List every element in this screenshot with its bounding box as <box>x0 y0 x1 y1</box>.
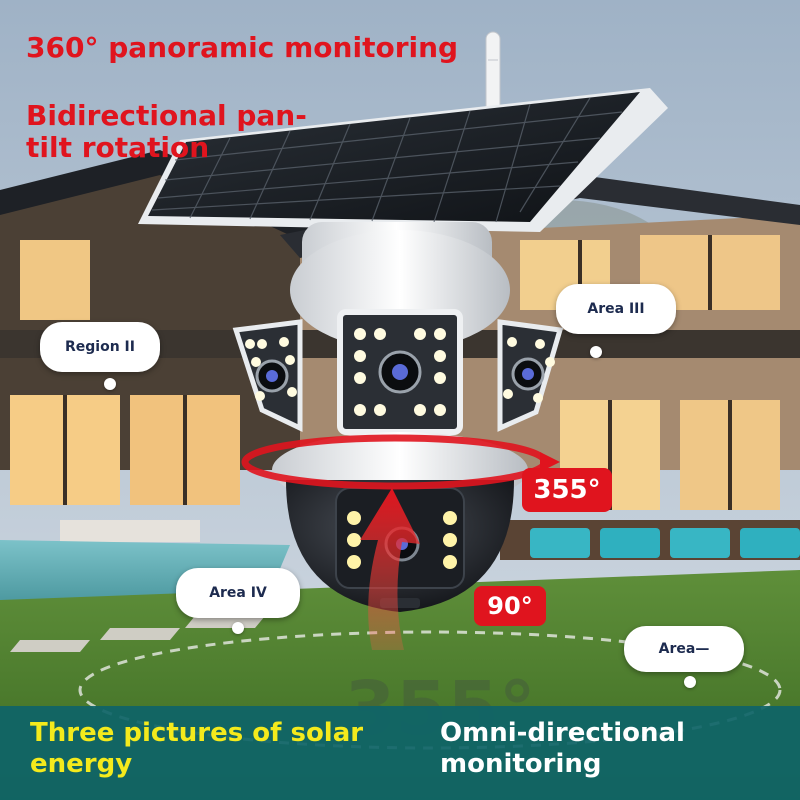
tilt-arrow-icon <box>360 488 420 650</box>
callout-label: Area— <box>658 641 710 657</box>
window <box>20 240 90 320</box>
callout-area: Area— <box>624 626 744 672</box>
callout-tail-dot <box>684 676 696 688</box>
led-light-icon <box>354 328 446 416</box>
pan-angle-badge: 355° <box>522 468 612 512</box>
callout-label: Region II <box>65 339 135 355</box>
solar-panel-icon <box>138 88 668 232</box>
callout-tail-dot <box>590 346 602 358</box>
led-light-icon <box>245 337 297 401</box>
camera-module-right <box>497 319 564 432</box>
callout-label: Area IV <box>209 585 267 601</box>
patio-furniture <box>60 520 800 560</box>
led-light-icon <box>347 511 457 569</box>
headline-pan-tilt: Bidirectional pan-tilt rotation <box>26 99 307 165</box>
rotation-arrow-icon <box>241 434 560 490</box>
camera-module-center <box>337 309 463 435</box>
callout-area-iii: Area III <box>556 284 676 334</box>
callout-tail-dot <box>104 378 116 390</box>
stepping-stones <box>10 616 265 652</box>
footer-banner: Three pictures of solar energy Omni-dire… <box>0 706 800 800</box>
camera-module-left <box>232 319 303 432</box>
callout-label: Area III <box>587 301 645 317</box>
tilt-angle-badge: 90° <box>474 586 546 626</box>
callout-region-ii: Region II <box>40 322 160 372</box>
footer-left-text: Three pictures of solar energy <box>30 718 364 780</box>
headline-panoramic: 360° panoramic monitoring <box>26 31 459 64</box>
led-light-icon <box>503 337 555 403</box>
callout-area-iv: Area IV <box>176 568 300 618</box>
footer-right-text: Omni-directional monitoring <box>440 718 685 780</box>
callout-tail-dot <box>232 622 244 634</box>
